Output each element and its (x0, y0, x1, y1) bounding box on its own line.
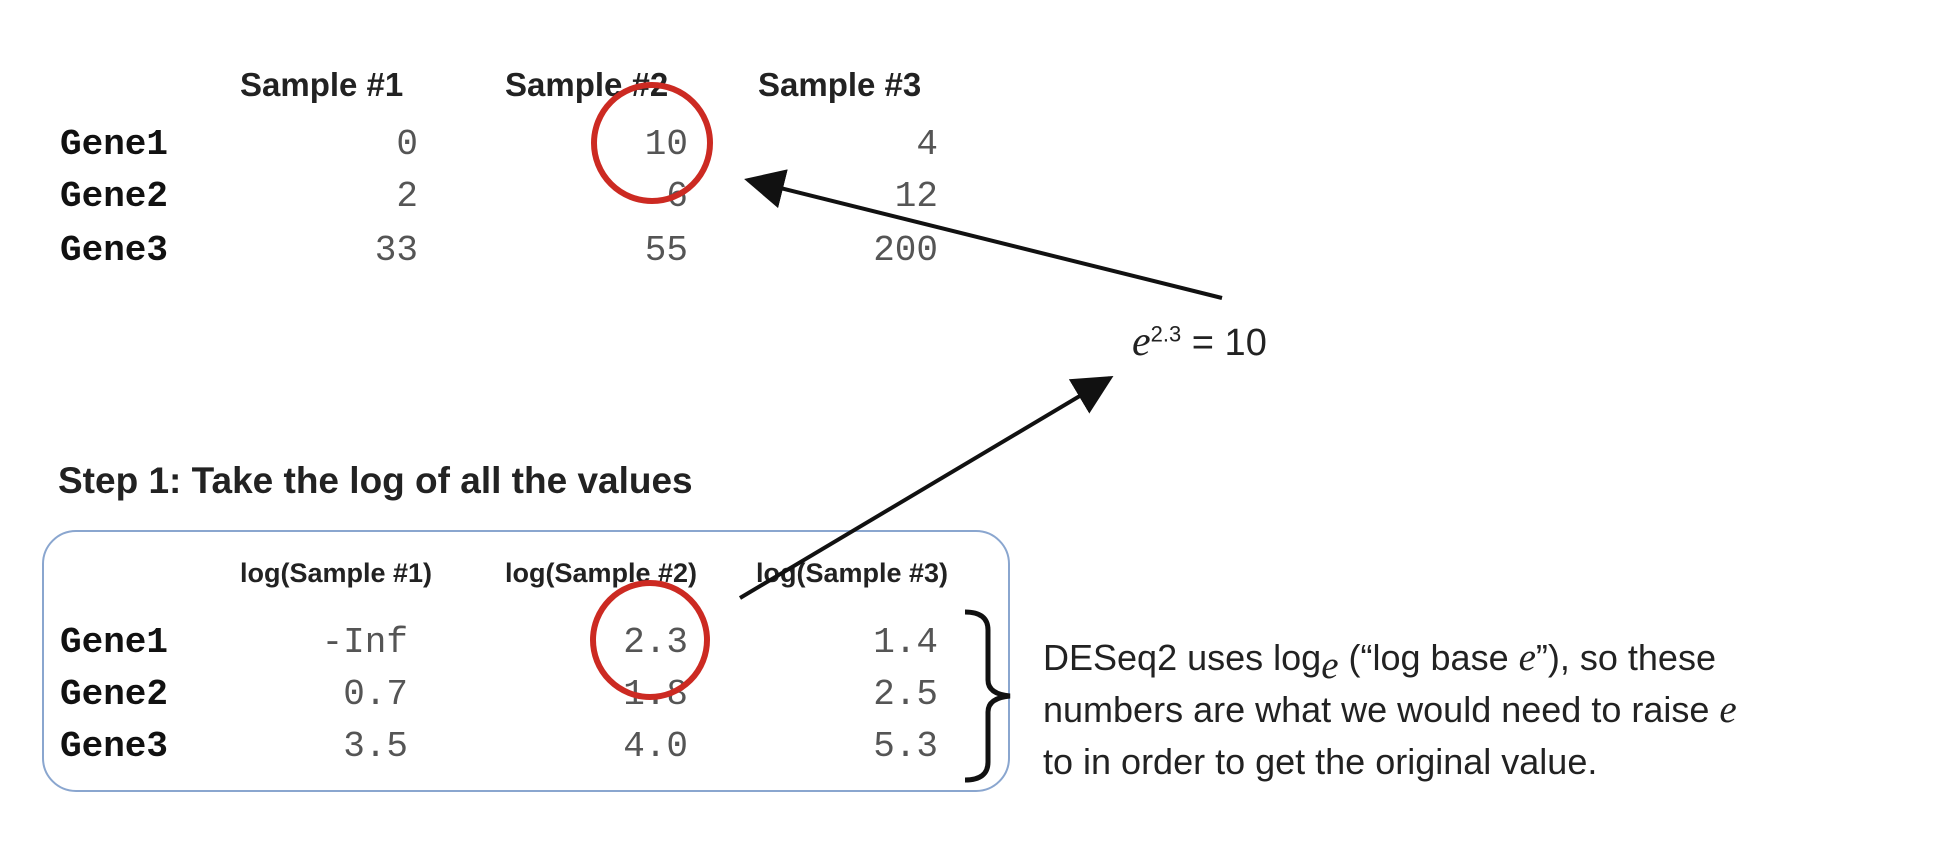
explanation-line-1: DESeq2 uses loge (“log base e”), so thes… (1043, 632, 1716, 697)
equation-result: = 10 (1181, 322, 1267, 364)
highlight-circle-bottom (590, 580, 710, 700)
table-cell: 0.7 (343, 674, 408, 715)
table-cell: 10 (644, 124, 688, 165)
table-cell: 2.5 (873, 674, 938, 715)
gene-label: Gene3 (60, 230, 169, 271)
table-cell: 2.3 (623, 622, 688, 663)
note-text: numbers are what we would need to raise (1043, 689, 1720, 730)
table-cell: -Inf (321, 622, 408, 663)
table-cell: 5.3 (873, 726, 938, 767)
table-cell: 12 (894, 176, 938, 217)
note-italic-e: e (1518, 636, 1536, 679)
gene-label: Gene2 (60, 176, 169, 217)
explanation-line-3: to in order to get the original value. (1043, 741, 1598, 782)
table-cell: 2 (396, 176, 418, 217)
note-text: DESeq2 uses log (1043, 637, 1322, 678)
log-table-box (42, 530, 1010, 792)
col-header-log-sample-3: log(Sample #3) (756, 558, 949, 588)
table-cell: 4 (916, 124, 938, 165)
note-subscript-e: e (1321, 644, 1339, 688)
note-italic-e: e (1719, 688, 1737, 731)
equation-exponent: 2.3 (1150, 321, 1182, 347)
table-cell: 3.5 (343, 726, 408, 767)
arrow-to-original-value (744, 169, 1223, 300)
note-text: (“log base (1338, 637, 1519, 678)
row-bracket (964, 609, 1011, 783)
equation: e2.3 = 10 (1132, 318, 1267, 366)
table-cell: 200 (873, 230, 938, 271)
table-cell: 4.0 (623, 726, 688, 767)
highlight-circle-top (591, 82, 713, 204)
step-label: Step 1: Take the log of all the values (58, 460, 693, 501)
table-cell: 1.4 (873, 622, 938, 663)
gene-label: Gene2 (60, 674, 169, 715)
gene-label: Gene1 (60, 124, 169, 165)
gene-label: Gene3 (60, 726, 169, 767)
table-cell: 55 (644, 230, 688, 271)
col-header-log-sample-1: log(Sample #1) (240, 558, 433, 588)
arrow-to-equation (738, 375, 1114, 600)
table-cell: 33 (374, 230, 418, 271)
equation-base: e (1132, 319, 1151, 365)
gene-label: Gene1 (60, 622, 169, 663)
col-header-sample-3: Sample #3 (758, 66, 922, 103)
col-header-sample-1: Sample #1 (240, 66, 404, 103)
note-text: ”), so these (1535, 637, 1716, 678)
explanation-line-2: numbers are what we would need to raise … (1043, 684, 1737, 736)
table-cell: 0 (396, 124, 418, 165)
